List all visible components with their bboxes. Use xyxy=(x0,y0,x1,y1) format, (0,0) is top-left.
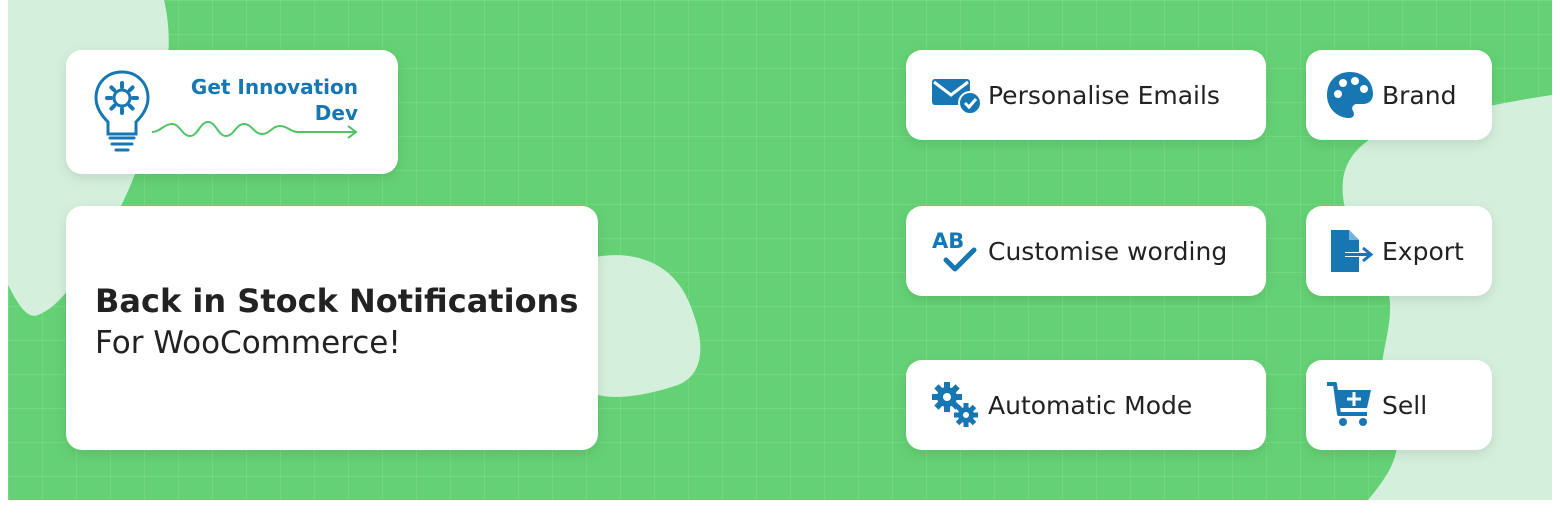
feature-personalise-emails: Personalise Emails xyxy=(906,50,1266,140)
hero-card: Back in Stock Notifications For WooComme… xyxy=(66,206,598,450)
gears-icon xyxy=(930,379,982,431)
svg-text:AB: AB xyxy=(932,229,964,253)
feature-label: Sell xyxy=(1382,390,1428,420)
feature-label: Export xyxy=(1382,236,1464,266)
feature-label: Personalise Emails xyxy=(988,80,1220,110)
hero-title: Back in Stock Notifications xyxy=(95,282,579,320)
spellcheck-icon: AB xyxy=(930,225,982,277)
logo-line-2: Dev xyxy=(314,101,358,125)
lightbulb-gear-icon xyxy=(94,70,150,152)
feature-label: Customise wording xyxy=(988,236,1228,266)
logo-wordmark: Get Innovation Dev xyxy=(191,74,358,126)
email-check-icon xyxy=(930,69,982,121)
file-export-icon xyxy=(1324,225,1376,277)
feature-export: Export xyxy=(1306,206,1492,296)
cart-plus-icon xyxy=(1324,379,1376,431)
feature-customise-wording: AB Customise wording xyxy=(906,206,1266,296)
feature-brand: Brand xyxy=(1306,50,1492,140)
feature-sell: Sell xyxy=(1306,360,1492,450)
wave-arrow-icon xyxy=(151,120,358,139)
hero-subtitle: For WooCommerce! xyxy=(95,325,401,361)
feature-label: Automatic Mode xyxy=(988,390,1193,420)
feature-automatic-mode: Automatic Mode xyxy=(906,360,1266,450)
palette-icon xyxy=(1324,69,1376,121)
logo-line-1: Get Innovation xyxy=(190,75,358,99)
feature-label: Brand xyxy=(1382,80,1457,110)
logo-card: Get Innovation Dev xyxy=(66,50,398,174)
